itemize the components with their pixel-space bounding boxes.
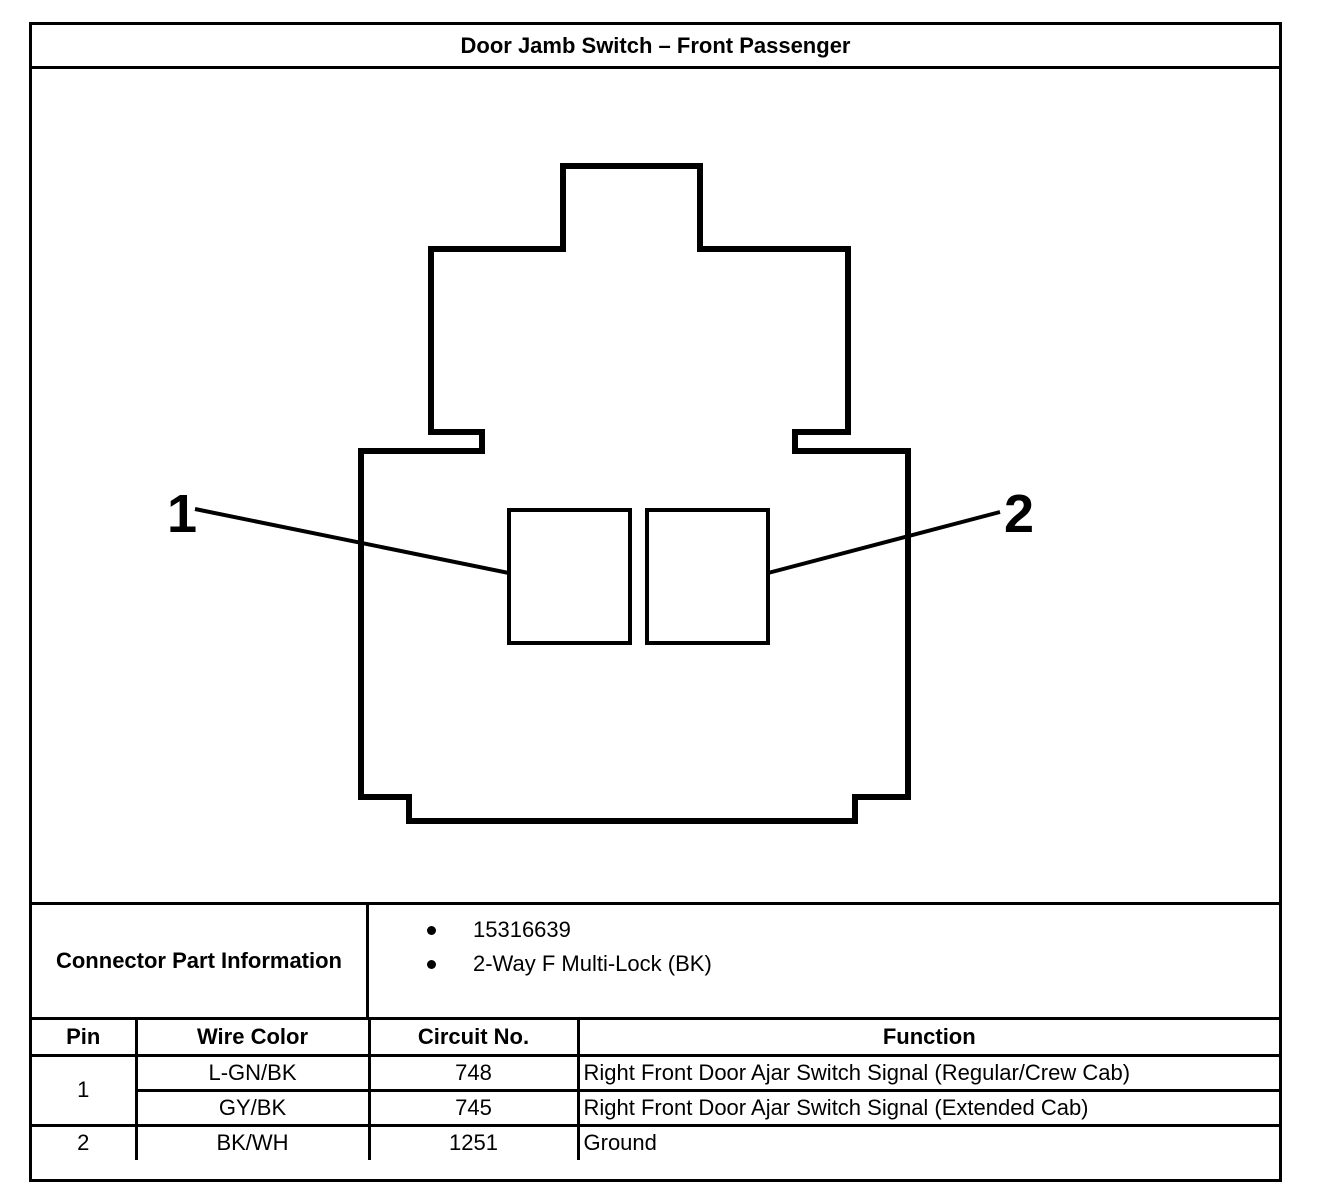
function-cell: Right Front Door Ajar Switch Signal (Ext… bbox=[576, 1088, 1279, 1127]
table-row: 1 L-GN/BK 748 Right Front Door Ajar Swit… bbox=[32, 1053, 1279, 1127]
connector-type: 2-Way F Multi-Lock (BK) bbox=[473, 951, 712, 976]
part-number: 15316639 bbox=[473, 917, 571, 942]
circuit-cell: 748 bbox=[367, 1053, 580, 1092]
connector-outline bbox=[358, 163, 911, 824]
header-pin: Pin bbox=[32, 1020, 138, 1057]
pin-2-callout: 2 bbox=[1004, 484, 1035, 544]
pin-cavity-1 bbox=[507, 508, 632, 645]
wire-color-cell: GY/BK bbox=[136, 1088, 371, 1127]
table-row: GY/BK 745 Right Front Door Ajar Switch S… bbox=[32, 1088, 1279, 1127]
bullet-icon bbox=[427, 925, 436, 935]
header-wire-color: Wire Color bbox=[134, 1020, 371, 1057]
circuit-cell: 745 bbox=[367, 1088, 580, 1127]
pin-1-callout: 1 bbox=[167, 484, 198, 544]
connector-type-item: 2-Way F Multi-Lock (BK) bbox=[427, 951, 712, 977]
table-row: 2 BK/WH 1251 Ground bbox=[32, 1123, 1279, 1160]
connector-sheet: Door Jamb Switch – Front Passenger 1 2 C… bbox=[29, 22, 1282, 1182]
pin-table-header: Pin Wire Color Circuit No. Function bbox=[32, 1020, 1279, 1057]
wire-color-cell: L-GN/BK bbox=[134, 1053, 371, 1092]
bullet-icon bbox=[427, 959, 436, 969]
pin-2-leader-line bbox=[767, 510, 1001, 575]
connector-part-list: 15316639 2-Way F Multi-Lock (BK) bbox=[369, 905, 1279, 1017]
pin-cell: 1 bbox=[32, 1053, 138, 1127]
header-function: Function bbox=[576, 1020, 1279, 1057]
pin-cavity-2 bbox=[645, 508, 770, 645]
function-cell: Right Front Door Ajar Switch Signal (Reg… bbox=[576, 1053, 1279, 1092]
part-number-item: 15316639 bbox=[427, 917, 571, 943]
connector-part-info: Connector Part Information 15316639 2-Wa… bbox=[32, 902, 1279, 1020]
circuit-cell: 1251 bbox=[367, 1123, 580, 1160]
pin-cell: 2 bbox=[32, 1123, 138, 1160]
pin-table: Pin Wire Color Circuit No. Function 1 L-… bbox=[32, 1020, 1279, 1160]
function-cell: Ground bbox=[576, 1123, 1279, 1160]
connector-part-info-label: Connector Part Information bbox=[32, 905, 369, 1017]
header-circuit-no: Circuit No. bbox=[367, 1020, 580, 1057]
diagram-title: Door Jamb Switch – Front Passenger bbox=[32, 25, 1279, 69]
connector-drawing bbox=[194, 163, 1001, 824]
wire-color-cell: BK/WH bbox=[134, 1123, 371, 1160]
connector-face-diagram: 1 2 bbox=[32, 69, 1279, 902]
pin-1-leader-line bbox=[194, 507, 510, 575]
